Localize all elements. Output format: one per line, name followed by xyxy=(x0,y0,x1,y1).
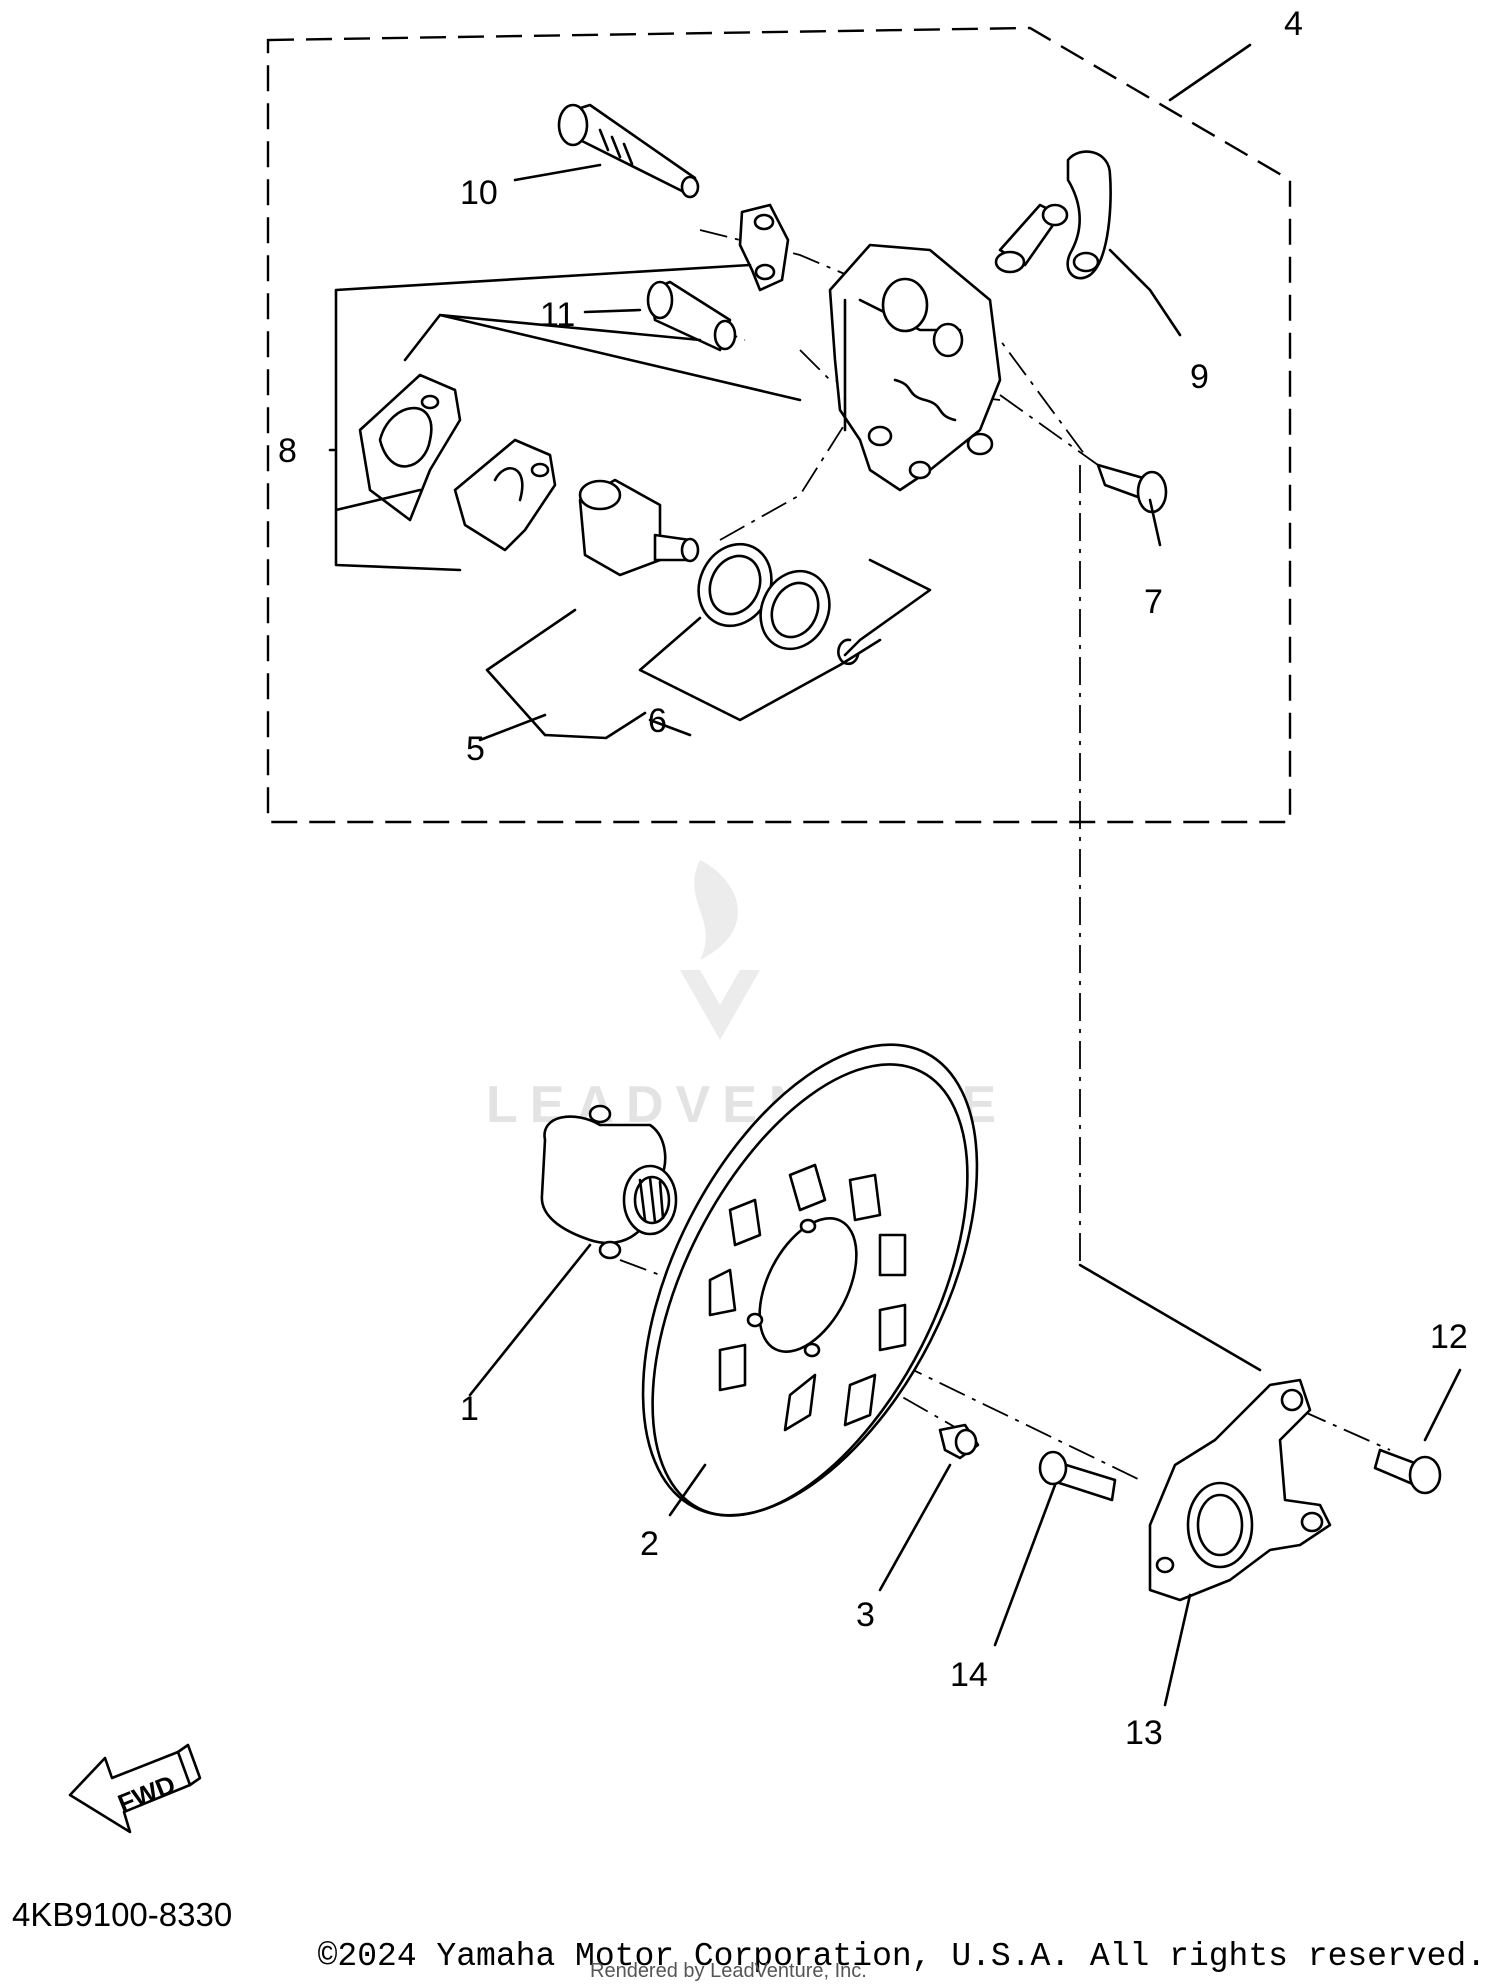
callout-14: 14 xyxy=(950,1656,988,1694)
callout-4: 4 xyxy=(1284,5,1303,43)
callout-7: 7 xyxy=(1144,583,1163,621)
pad-clip xyxy=(738,203,790,292)
callout-5: 5 xyxy=(466,730,485,768)
caliper-body xyxy=(828,243,1002,492)
hose-fitting-part-9 xyxy=(994,150,1112,280)
callout-1: 1 xyxy=(460,1390,479,1428)
brake-pads-part-8 xyxy=(358,373,557,552)
callout-numbers: 1 2 3 4 5 6 7 8 9 10 11 12 13 14 xyxy=(278,5,1468,1752)
hub-part-1 xyxy=(540,1104,678,1260)
bolt-part-12 xyxy=(1373,1448,1442,1495)
copyright-notice: ©2024 Yamaha Motor Corporation, U.S.A. A… xyxy=(317,1938,1486,1975)
bolt-part-7 xyxy=(1096,463,1168,514)
leader-lines-lower xyxy=(468,1243,1462,1707)
piston-part-5 xyxy=(578,478,700,577)
screw-part-3 xyxy=(938,1423,980,1460)
callout-8: 8 xyxy=(278,432,297,470)
callout-3: 3 xyxy=(856,1596,875,1634)
callout-10: 10 xyxy=(460,174,498,212)
seals-part-6 xyxy=(697,542,860,666)
bolt-part-14 xyxy=(1038,1450,1117,1502)
leader-lines-upper xyxy=(328,43,1252,742)
callout-12: 12 xyxy=(1430,1318,1468,1356)
caliper-bracket-part-13 xyxy=(1148,1378,1332,1602)
caliper-assembly-boundary xyxy=(266,26,1292,824)
diagram-code: 4KB9100-8330 xyxy=(12,1896,233,1933)
slide-pin-part-10 xyxy=(557,103,700,199)
bleed-screw-part-11 xyxy=(646,280,737,352)
rendered-by-note: Rendered by LeadVenture, Inc. xyxy=(590,1960,867,1982)
callout-6: 6 xyxy=(648,702,667,740)
callout-2: 2 xyxy=(640,1525,659,1563)
callout-13: 13 xyxy=(1125,1714,1163,1752)
callout-9: 9 xyxy=(1190,358,1209,396)
fwd-arrow: FWD xyxy=(68,1743,202,1834)
brake-disc-part-2 xyxy=(641,1043,979,1517)
callout-11: 11 xyxy=(540,296,575,334)
